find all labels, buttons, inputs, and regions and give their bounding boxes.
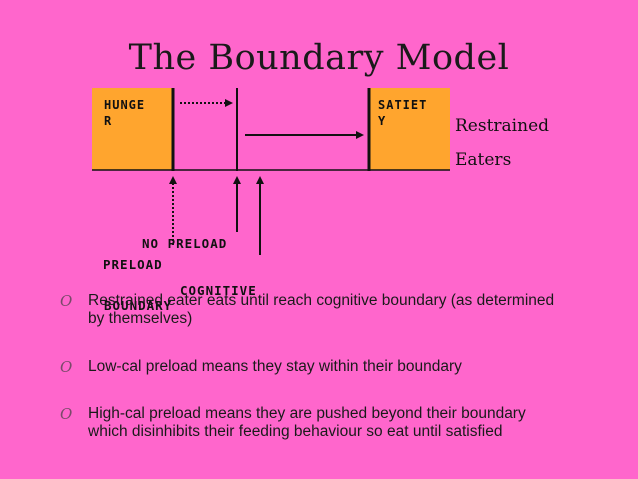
hunger-box	[92, 88, 172, 170]
restrained-label: Restrained	[455, 116, 550, 136]
satiety-box	[370, 88, 450, 170]
satiety-label: SATIET Y	[378, 98, 428, 128]
no-preload-label: NO PRELOAD	[142, 236, 228, 251]
bullet-text: Restrained eater eats until reach cognit…	[88, 292, 555, 327]
boundary-label: BOUNDARY	[104, 298, 173, 313]
bullet-text: Low-cal preload means they stay within t…	[88, 358, 462, 375]
bullet-marker: O	[60, 358, 73, 376]
bullet-marker: O	[60, 292, 73, 310]
eaters-label: Eaters	[455, 150, 512, 170]
slide-title: The Boundary Model	[128, 38, 510, 78]
cognitive-label: COGNITIVE	[180, 283, 257, 298]
hunger-label: HUNGE R	[104, 98, 146, 128]
bullet-marker: O	[60, 405, 73, 423]
bullet-text: High-cal preload means they are pushed b…	[88, 405, 526, 440]
preload-label: PRELOAD	[103, 257, 163, 272]
